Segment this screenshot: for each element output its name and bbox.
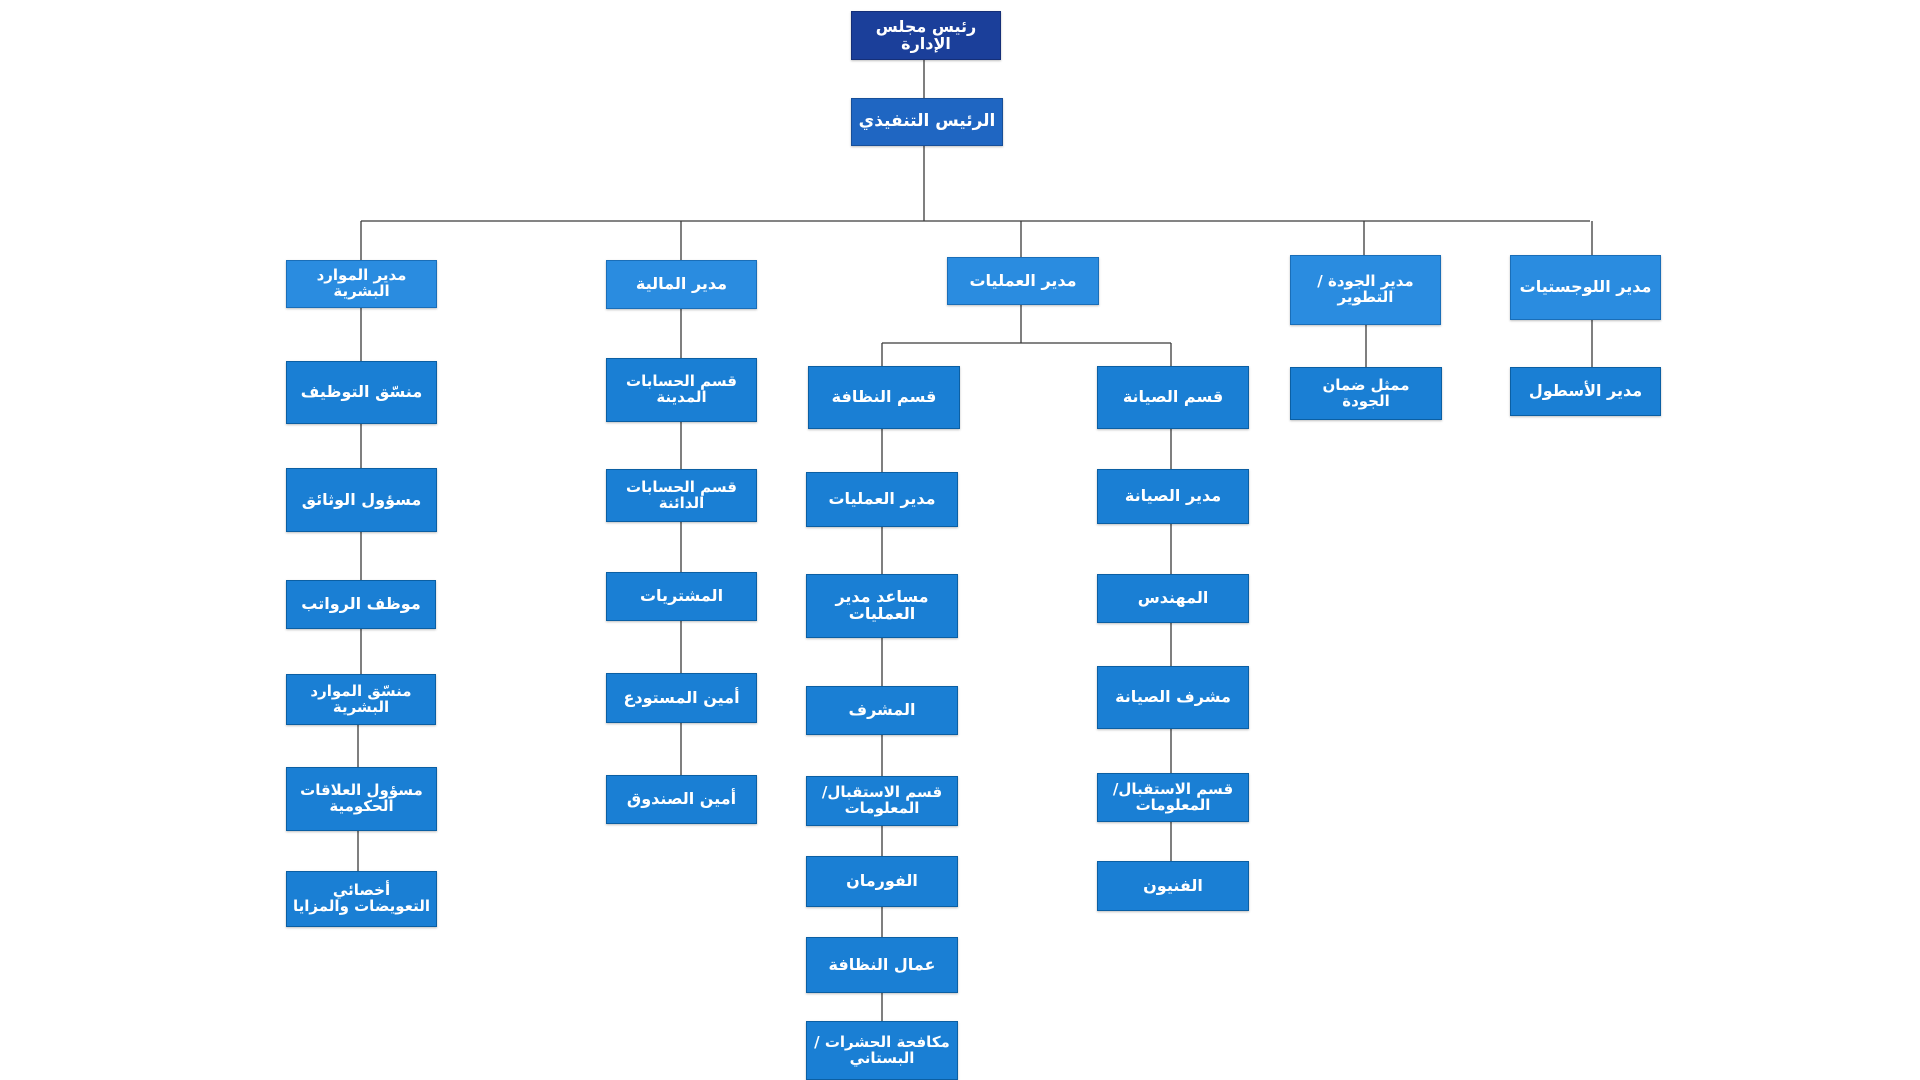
finance-manager-box: مدير المالية (606, 260, 757, 309)
pest-control-gardener-box: مكافحة الحشرات / البستاني (806, 1021, 958, 1080)
documents-officer-box: مسؤول الوثائق (286, 468, 437, 532)
payroll-officer-box: موظف الرواتب (286, 580, 436, 629)
maintenance-supervisor-box: مشرف الصيانة (1097, 666, 1249, 729)
maintenance-manager-box: مدير الصيانة (1097, 469, 1249, 524)
chairman-box: رئيس مجلس الإدارة (851, 11, 1001, 60)
government-relations-officer-box: مسؤول العلاقات الحكومية (286, 767, 437, 831)
accounts-payable-box: قسم الحسابات الدائنة (606, 469, 757, 522)
cashier-box: أمين الصندوق (606, 775, 757, 824)
recruitment-coordinator-box: منسّق التوظيف (286, 361, 437, 424)
hr-manager-box: مدير الموارد البشرية (286, 260, 437, 308)
foreman-box: الفورمان (806, 856, 958, 907)
quality-manager-box: مدير الجودة / التطوير (1290, 255, 1441, 325)
operations-manager-box: مدير العمليات (947, 257, 1099, 305)
cleaning-reception-box: قسم الاستقبال/ المعلومات (806, 776, 958, 826)
cleaning-operations-manager-box: مدير العمليات (806, 472, 958, 527)
logistics-manager-box: مدير اللوجستيات (1510, 255, 1661, 320)
technicians-box: الفنيون (1097, 861, 1249, 911)
ceo-box: الرئيس التنفيذي (851, 98, 1003, 146)
quality-assurance-rep-box: ممثل ضمان الجودة (1290, 367, 1442, 420)
cleaning-workers-box: عمال النظافة (806, 937, 958, 993)
warehouse-keeper-box: أمين المستودع (606, 673, 757, 723)
supervisor-box: المشرف (806, 686, 958, 735)
assistant-operations-manager-box: مساعد مدير العمليات (806, 574, 958, 638)
accounts-receivable-box: قسم الحسابات المدينة (606, 358, 757, 422)
maintenance-department-box: قسم الصيانة (1097, 366, 1249, 429)
hr-coordinator-box: منسّق الموارد البشرية (286, 674, 436, 725)
compensation-benefits-specialist-box: أخصائي التعويضات والمزايا (286, 871, 437, 927)
maintenance-reception-box: قسم الاستقبال/ المعلومات (1097, 773, 1249, 822)
fleet-manager-box: مدير الأسطول (1510, 367, 1661, 416)
engineer-box: المهندس (1097, 574, 1249, 623)
cleaning-department-box: قسم النظافة (808, 366, 960, 429)
purchasing-box: المشتريات (606, 572, 757, 621)
